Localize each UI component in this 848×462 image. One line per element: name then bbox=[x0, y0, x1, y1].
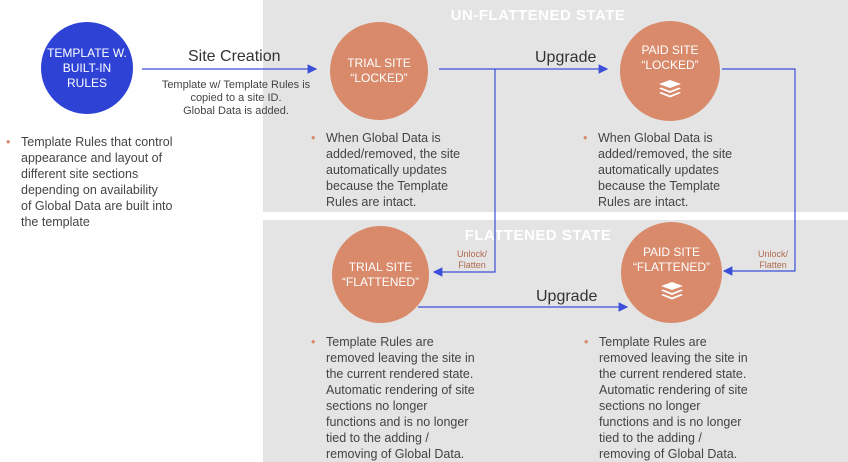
trial-locked-line2: “LOCKED” bbox=[350, 71, 408, 85]
trial-locked-line1: TRIAL SITE bbox=[347, 56, 411, 70]
upgrade-top-label: Upgrade bbox=[535, 49, 597, 66]
bullet-dot: • bbox=[584, 335, 589, 349]
template-node: TEMPLATE W. BUILT-IN RULES bbox=[41, 22, 133, 114]
template-node-line3: RULES bbox=[66, 75, 107, 90]
unflattened-state-title: UN-FLATTENED STATE bbox=[450, 7, 626, 24]
template-node-line1: TEMPLATE W. bbox=[47, 45, 127, 60]
layers-icon bbox=[660, 281, 683, 299]
trial-flattened-node: TRIAL SITE “FLATTENED” bbox=[332, 226, 429, 323]
unlock-left-label: Unlock/ Flatten bbox=[456, 249, 487, 270]
paid-locked-line1: PAID SITE bbox=[641, 43, 699, 57]
paid-flattened-node: PAID SITE “FLATTENED” bbox=[621, 222, 722, 323]
paid-flattened-line1: PAID SITE bbox=[642, 244, 701, 259]
bullet-dot: • bbox=[583, 131, 588, 145]
bullet-dot: • bbox=[6, 135, 11, 149]
trial-flattened-line1: TRIAL SITE bbox=[348, 259, 413, 274]
trial-locked-node: TRIAL SITE “LOCKED” bbox=[330, 22, 428, 120]
site-creation-note: Template w/ Template Rules is copied to … bbox=[161, 79, 311, 117]
unlock-right-arrow bbox=[722, 68, 796, 276]
template-node-line2: BUILT-IN bbox=[62, 60, 112, 75]
trial-flattened-bullet: • Template Rules are removed leaving the… bbox=[311, 335, 475, 461]
paid-flattened-line2: “FLATTENED” bbox=[632, 259, 711, 274]
trial-flattened-line2: “FLATTENED” bbox=[341, 274, 420, 289]
paid-flattened-bullet: • Template Rules are removed leaving the… bbox=[584, 335, 748, 461]
upgrade-bottom-label: Upgrade bbox=[536, 288, 598, 305]
bullet-dot: • bbox=[311, 335, 316, 349]
paid-locked-line2: “LOCKED” bbox=[641, 58, 699, 72]
template-bullet: • Template Rules that control appearance… bbox=[6, 135, 173, 229]
layers-icon bbox=[659, 80, 681, 98]
flattened-state-title: FLATTENED STATE bbox=[464, 227, 612, 244]
paid-locked-node: PAID SITE “LOCKED” bbox=[620, 21, 720, 121]
unlock-right-label: Unlock/ Flatten bbox=[757, 249, 788, 270]
unlock-left-arrow bbox=[432, 69, 496, 277]
bullet-dot: • bbox=[311, 131, 316, 145]
paid-locked-bullet: • When Global Data is added/removed, the… bbox=[583, 131, 733, 209]
site-creation-label: Site Creation bbox=[188, 48, 281, 65]
trial-locked-bullet: • When Global Data is added/removed, the… bbox=[311, 131, 461, 209]
